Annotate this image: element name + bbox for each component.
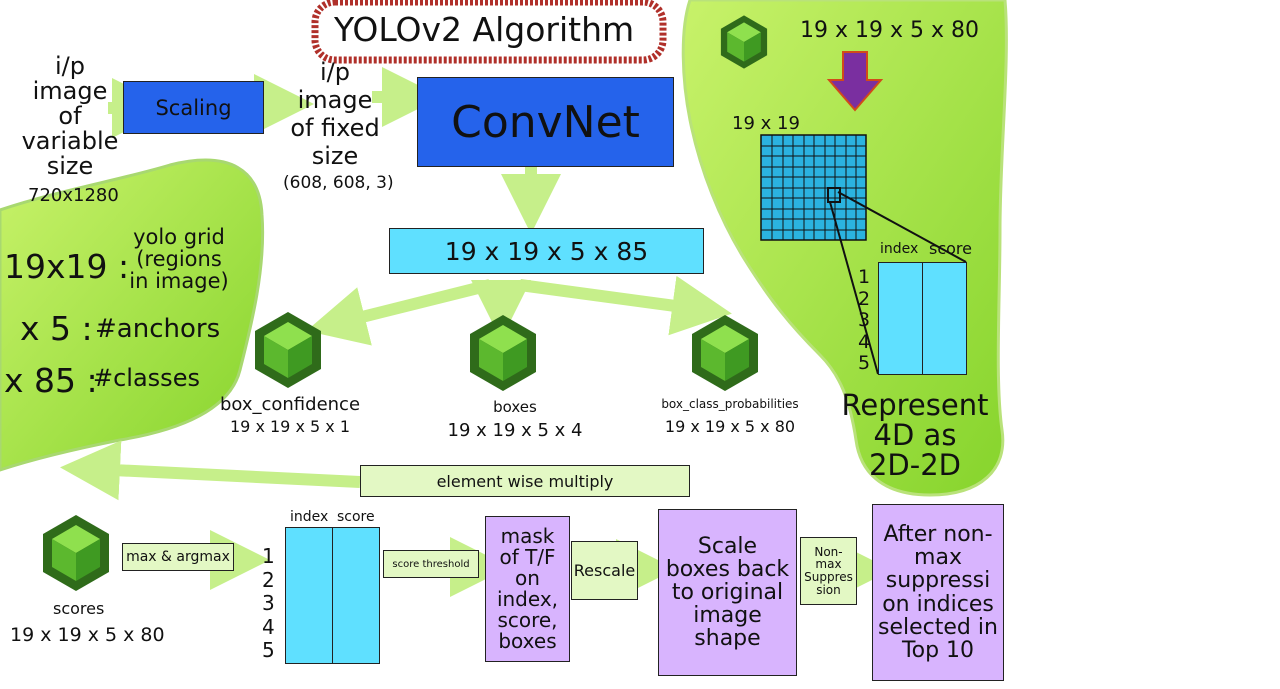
- title-frame: [311, 0, 667, 64]
- grid-label: 19 x 19: [732, 113, 800, 134]
- legend-desc-anchors: #anchors: [95, 314, 221, 344]
- legend-key-classes: x 85 :: [4, 361, 98, 400]
- max-argmax-box: max & argmax: [122, 543, 234, 571]
- element-wise-box: element wise multiply: [360, 465, 690, 497]
- grid-19x19: [760, 134, 967, 375]
- list-item: 2: [858, 287, 871, 310]
- right-tensor-label: 19 x 19 x 5 x 80: [800, 18, 979, 43]
- rescale-box: Rescale: [571, 541, 638, 600]
- table-score-header: score: [337, 509, 375, 525]
- legend-key-anchors: x 5 :: [20, 309, 93, 348]
- fixed-shape: (608, 608, 3): [283, 173, 394, 193]
- list-item: 5: [858, 352, 871, 374]
- right-index-header: index: [880, 241, 919, 257]
- right-score-header: score: [929, 239, 972, 258]
- legend-desc-grid: yolo grid (regions in image): [129, 225, 229, 293]
- table-row-numbers: 1 2 3 4 5: [262, 544, 275, 663]
- cube-class-probs: [692, 315, 758, 391]
- score-table: [285, 527, 380, 664]
- legend-key-grid: 19x19 :: [4, 247, 130, 286]
- branch-box-confidence: box_confidence 19 x 19 x 5 x 1: [219, 394, 361, 436]
- nms-box: Non-max Suppres sion: [800, 537, 857, 605]
- cube-box-confidence: [255, 312, 321, 388]
- cube-scores: [43, 515, 109, 591]
- right-row-numbers: 1 2 3 4 5: [858, 266, 871, 375]
- convnet-box: ConvNet: [417, 77, 674, 167]
- final-box: After non-max suppressi on indices selec…: [872, 504, 1004, 681]
- fixed-image-label: i/p image of fixed size: [290, 58, 380, 170]
- legend-desc-classes: #classes: [93, 364, 200, 392]
- table-row: 1: [262, 544, 275, 568]
- branch-boxes: boxes 19 x 19 x 5 x 4: [447, 398, 583, 441]
- table-row: 5: [262, 638, 275, 662]
- right-score-table: [878, 262, 967, 375]
- table-index-header: index: [290, 509, 329, 525]
- scale-back-box: Scale boxes back to original image shape: [658, 509, 797, 676]
- represent-text: Represent 4D as 2D-2D: [841, 388, 989, 482]
- branch-class-probs: box_class_probabilities 19 x 19 x 5 x 80: [661, 397, 799, 436]
- down-arrow: [826, 51, 884, 112]
- list-item: 4: [858, 330, 871, 353]
- scores-shape: 19 x 19 x 5 x 80: [10, 624, 165, 646]
- scaling-box: Scaling: [123, 81, 264, 134]
- cube-boxes: [470, 315, 536, 391]
- table-row: 4: [262, 614, 275, 639]
- output-tensor-box: 19 x 19 x 5 x 85: [389, 228, 704, 274]
- scores-label: scores: [53, 599, 105, 618]
- table-row: 3: [262, 591, 275, 615]
- list-item: 1: [858, 266, 871, 288]
- score-threshold-box: score threshold: [383, 550, 479, 578]
- table-row: 2: [262, 567, 275, 592]
- input-label: i/p image of variable size: [21, 52, 119, 180]
- mask-box: mask of T/F on index, score, boxes: [485, 516, 570, 662]
- page-title: YOLOv2 Algorithm: [334, 10, 635, 49]
- list-item: 3: [858, 309, 871, 331]
- input-size: 720x1280: [28, 185, 119, 206]
